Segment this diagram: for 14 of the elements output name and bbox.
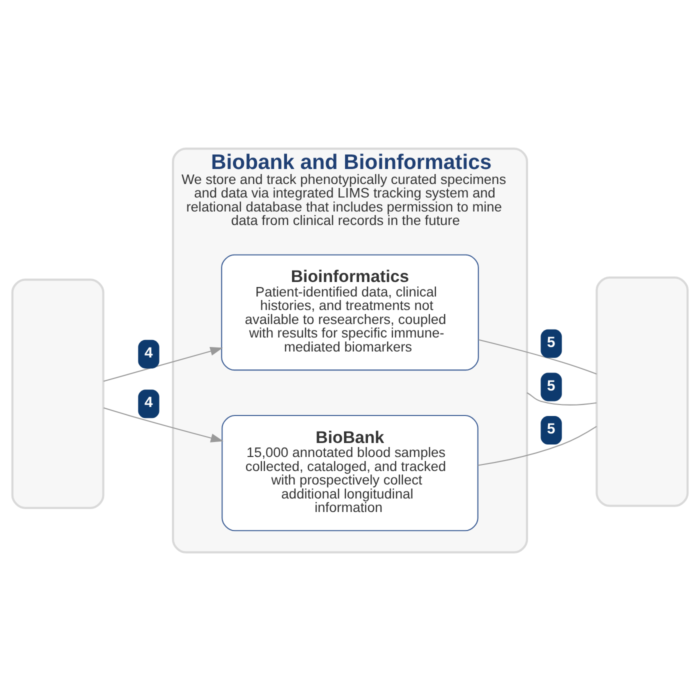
edge-label: 5 [547,334,556,351]
edge-label: 5 [547,378,556,394]
arrow [103,346,223,382]
edge-label: 5 [547,421,556,438]
node-box [11,278,104,508]
node-box: Bioinformatics Patient-identified data, clinical histories, and treatments not available to researchers, coupled with results for specific immune-mediated biomarkers [221,254,479,370]
node-box [596,276,689,506]
edge-label: 4 [144,345,153,362]
connector [478,338,597,374]
node-box: BioBank 15,000 annotated blood samples collected, cataloged, and tracked with prospectively collect additional longitudinal information [222,414,478,531]
connector [478,426,597,466]
connector [526,392,597,405]
arrow [103,406,224,442]
edge-label: 4 [144,394,153,411]
